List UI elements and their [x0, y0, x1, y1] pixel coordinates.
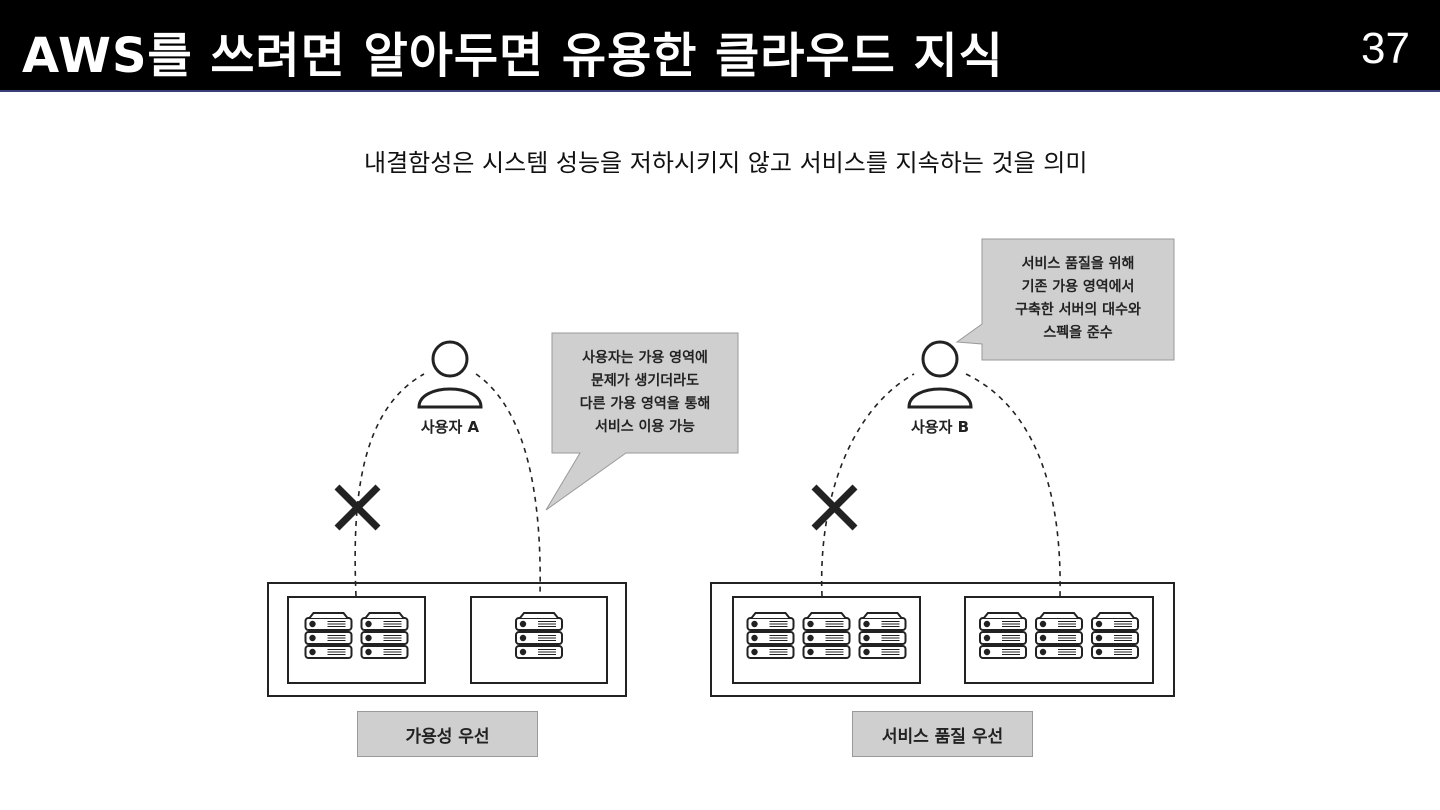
server-icon: [360, 612, 409, 659]
path-b-failed: [820, 373, 915, 597]
az-box-a2: [470, 596, 608, 684]
failure-x-icon-a: [334, 484, 381, 531]
caption-service-quality: 서비스 품질 우선: [852, 711, 1033, 757]
path-a-ok: [475, 373, 541, 597]
region-box-a: [267, 582, 627, 697]
server-icon: [1091, 612, 1139, 659]
callout-a-line: 사용자는 가용 영역에: [582, 350, 708, 366]
callout-b-text: 서비스 품질을 위해 기존 가용 영역에서 구축한 서버의 대수와 스펙을 준수: [986, 253, 1170, 345]
slide-title: AWS를 쓰려면 알아두면 유용한 클라우드 지식: [22, 28, 1004, 84]
page-number: 37: [1361, 24, 1410, 73]
server-icon: [746, 612, 795, 659]
callout-b-line: 서비스 품질을 위해: [1021, 256, 1135, 272]
az-box-b2: [964, 596, 1154, 684]
failure-x-icon-b: [811, 484, 858, 531]
callout-a-line: 서비스 이용 가능: [595, 419, 695, 435]
lead-text: 내결함성은 시스템 성능을 저하시키지 않고 서비스를 지속하는 것을 의미: [364, 149, 1088, 177]
server-icon: [515, 612, 563, 659]
callout-b-line: 기존 가용 영역에서: [1021, 279, 1135, 295]
server-icon: [802, 612, 851, 659]
user-a-icon: [417, 340, 483, 409]
callout-a-line: 다른 가용 영역을 통해: [579, 396, 711, 412]
server-icon: [979, 612, 1027, 659]
server-icon: [304, 612, 353, 659]
path-b-ok: [965, 373, 1061, 597]
path-a-failed: [354, 373, 425, 597]
caption-availability: 가용성 우선: [357, 711, 538, 757]
az-box-b1: [732, 596, 921, 684]
region-box-b: [710, 582, 1175, 697]
az-box-a1: [287, 596, 426, 684]
server-icon: [1035, 612, 1083, 659]
callout-a-line: 문제가 생기더라도: [591, 373, 699, 389]
callout-bubble-b: [955, 238, 1175, 361]
server-icon: [858, 612, 907, 659]
callout-b-line: 구축한 서버의 대수와: [1015, 302, 1141, 318]
callout-bubble-a: [545, 332, 739, 511]
user-b-label: 사용자 B: [910, 418, 970, 436]
slide-header: AWS를 쓰려면 알아두면 유용한 클라우드 지식 37: [0, 0, 1440, 92]
user-b-icon: [907, 340, 973, 409]
callout-a-text: 사용자는 가용 영역에 문제가 생기더라도 다른 가용 영역을 통해 서비스 이…: [556, 347, 734, 439]
callout-b-line: 스펙을 준수: [1043, 325, 1113, 341]
user-a-label: 사용자 A: [420, 418, 480, 436]
